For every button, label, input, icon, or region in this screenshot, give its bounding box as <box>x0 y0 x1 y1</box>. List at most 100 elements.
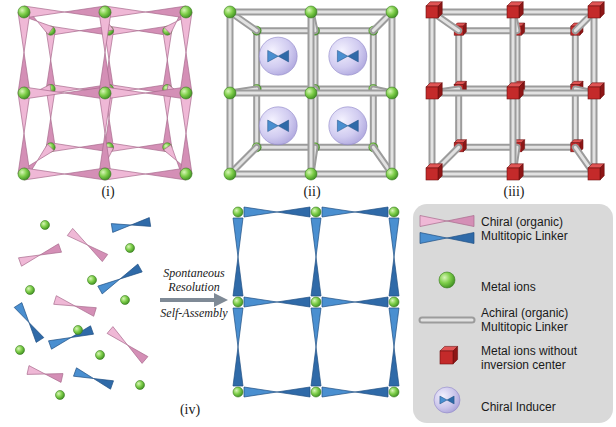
chiral-linker-half <box>322 387 355 397</box>
arrow-caption: Self-Assembly <box>150 306 238 320</box>
achiral-linker-rod <box>308 12 315 93</box>
metal-ion <box>386 87 398 99</box>
metal-ion <box>74 326 83 335</box>
metal-ion <box>224 87 236 99</box>
achiral-linker-highlight <box>311 92 392 95</box>
chiral-linker-half <box>277 207 310 217</box>
metal-cube-side <box>600 83 604 99</box>
metal-cube-front <box>588 6 600 18</box>
achiral-linker-rod <box>311 90 392 97</box>
legend-text: Chiral (organic) Multitopic Linker <box>481 215 607 243</box>
chiral-linker-half <box>311 218 321 257</box>
inducer-bowtie <box>337 50 347 62</box>
arrow-shaft <box>160 298 216 302</box>
metal-cube-front <box>507 6 519 18</box>
achiral-linker-highlight <box>593 93 596 174</box>
chiral-linker-half <box>19 255 41 266</box>
chiral-linker-half <box>37 144 54 161</box>
metal-cube-side <box>463 23 466 35</box>
metal-ion <box>126 244 135 253</box>
metal-cube-side <box>519 164 523 180</box>
metal-cube-front <box>426 168 438 180</box>
chiral-linker-half <box>355 297 388 307</box>
achiral-linker-rod <box>572 31 579 89</box>
chiral-linker-half <box>45 374 63 383</box>
metal-ion <box>99 6 111 18</box>
chiral-linker-half <box>389 347 399 386</box>
achiral-linker-rod <box>429 12 436 93</box>
metal-ion <box>41 221 50 230</box>
chiral-linker-half <box>27 366 45 375</box>
chiral-linker-half <box>389 218 399 257</box>
achiral-linker-rod <box>253 89 260 147</box>
chiral-linker-half <box>131 218 151 227</box>
metal-cube-front <box>507 87 519 99</box>
achiral-linker-rod <box>432 171 513 178</box>
metal-ion <box>389 297 399 307</box>
achiral-linker-rod <box>513 171 594 178</box>
metal-cube-front <box>426 87 438 99</box>
metal-cube-front <box>588 168 600 180</box>
metal-ion <box>26 286 35 295</box>
chiral-linker-half <box>322 297 355 307</box>
metal-cube-side <box>453 346 458 364</box>
achiral-linker-highlight <box>229 12 232 93</box>
achiral-linker-highlight <box>230 11 311 14</box>
achiral-linker-highlight <box>432 92 513 95</box>
chiral-linker-half <box>420 216 447 227</box>
achiral-linker-rod <box>257 144 315 151</box>
achiral-linker-highlight <box>517 146 575 149</box>
achiral-linker-rod <box>227 12 234 93</box>
achiral-linker-highlight <box>459 29 517 32</box>
legend-text: Metal ions <box>481 280 607 294</box>
inducer-bowtie <box>440 396 447 404</box>
achiral-linker-highlight <box>432 173 513 176</box>
metal-ion <box>311 207 321 217</box>
achiral-linker-highlight <box>230 173 311 176</box>
achiral-linker-rod <box>422 317 472 324</box>
chiral-linker-half <box>389 257 399 296</box>
achiral-linker-rod <box>513 90 594 97</box>
achiral-linker-rod <box>459 144 517 151</box>
metal-ion <box>233 387 243 397</box>
achiral-linker-rod <box>389 93 396 174</box>
chiral-linker-half <box>29 323 44 343</box>
metal-ion <box>224 168 236 180</box>
arrow-caption: Spontaneous Resolution <box>154 266 234 294</box>
chiral-linker-half <box>94 379 114 390</box>
chiral-linker-half <box>71 326 94 338</box>
chiral-linker-half <box>107 327 127 345</box>
achiral-linker-highlight <box>310 12 313 93</box>
metal-cube-front <box>588 87 600 99</box>
chiral-linker-half <box>40 244 62 255</box>
metal-cube-side <box>463 140 466 152</box>
chiral-linker-half <box>164 145 177 161</box>
metal-ion <box>305 87 317 99</box>
chiral-linker-half <box>311 347 321 386</box>
achiral-linker-rod <box>459 27 517 34</box>
achiral-linker-rod <box>230 90 311 97</box>
chiral-linker-half <box>244 297 277 307</box>
metal-cube-front <box>440 351 453 364</box>
metal-ion <box>389 387 399 397</box>
metal-cube-side <box>522 140 525 152</box>
metal-ion <box>88 276 97 285</box>
chiral-linker-half <box>277 387 310 397</box>
metal-ion <box>18 6 30 18</box>
metal-cube-side <box>438 83 442 99</box>
chiral-inducer <box>259 37 297 75</box>
achiral-linker-highlight <box>431 93 434 174</box>
inducer-bowtie <box>337 120 347 132</box>
metal-ion <box>121 296 130 305</box>
metal-ion <box>233 297 243 307</box>
achiral-linker-highlight <box>457 31 460 89</box>
chiral-linker-half <box>75 306 96 316</box>
chiral-linker-half <box>37 21 53 34</box>
achiral-linker-rod <box>389 12 396 93</box>
achiral-linker-rod <box>429 93 436 174</box>
achiral-linker-highlight <box>310 93 313 174</box>
achiral-linker-rod <box>253 31 260 89</box>
achiral-linker-highlight <box>512 12 515 93</box>
chiral-linker-half <box>389 308 399 347</box>
inducer-bowtie <box>278 50 288 62</box>
